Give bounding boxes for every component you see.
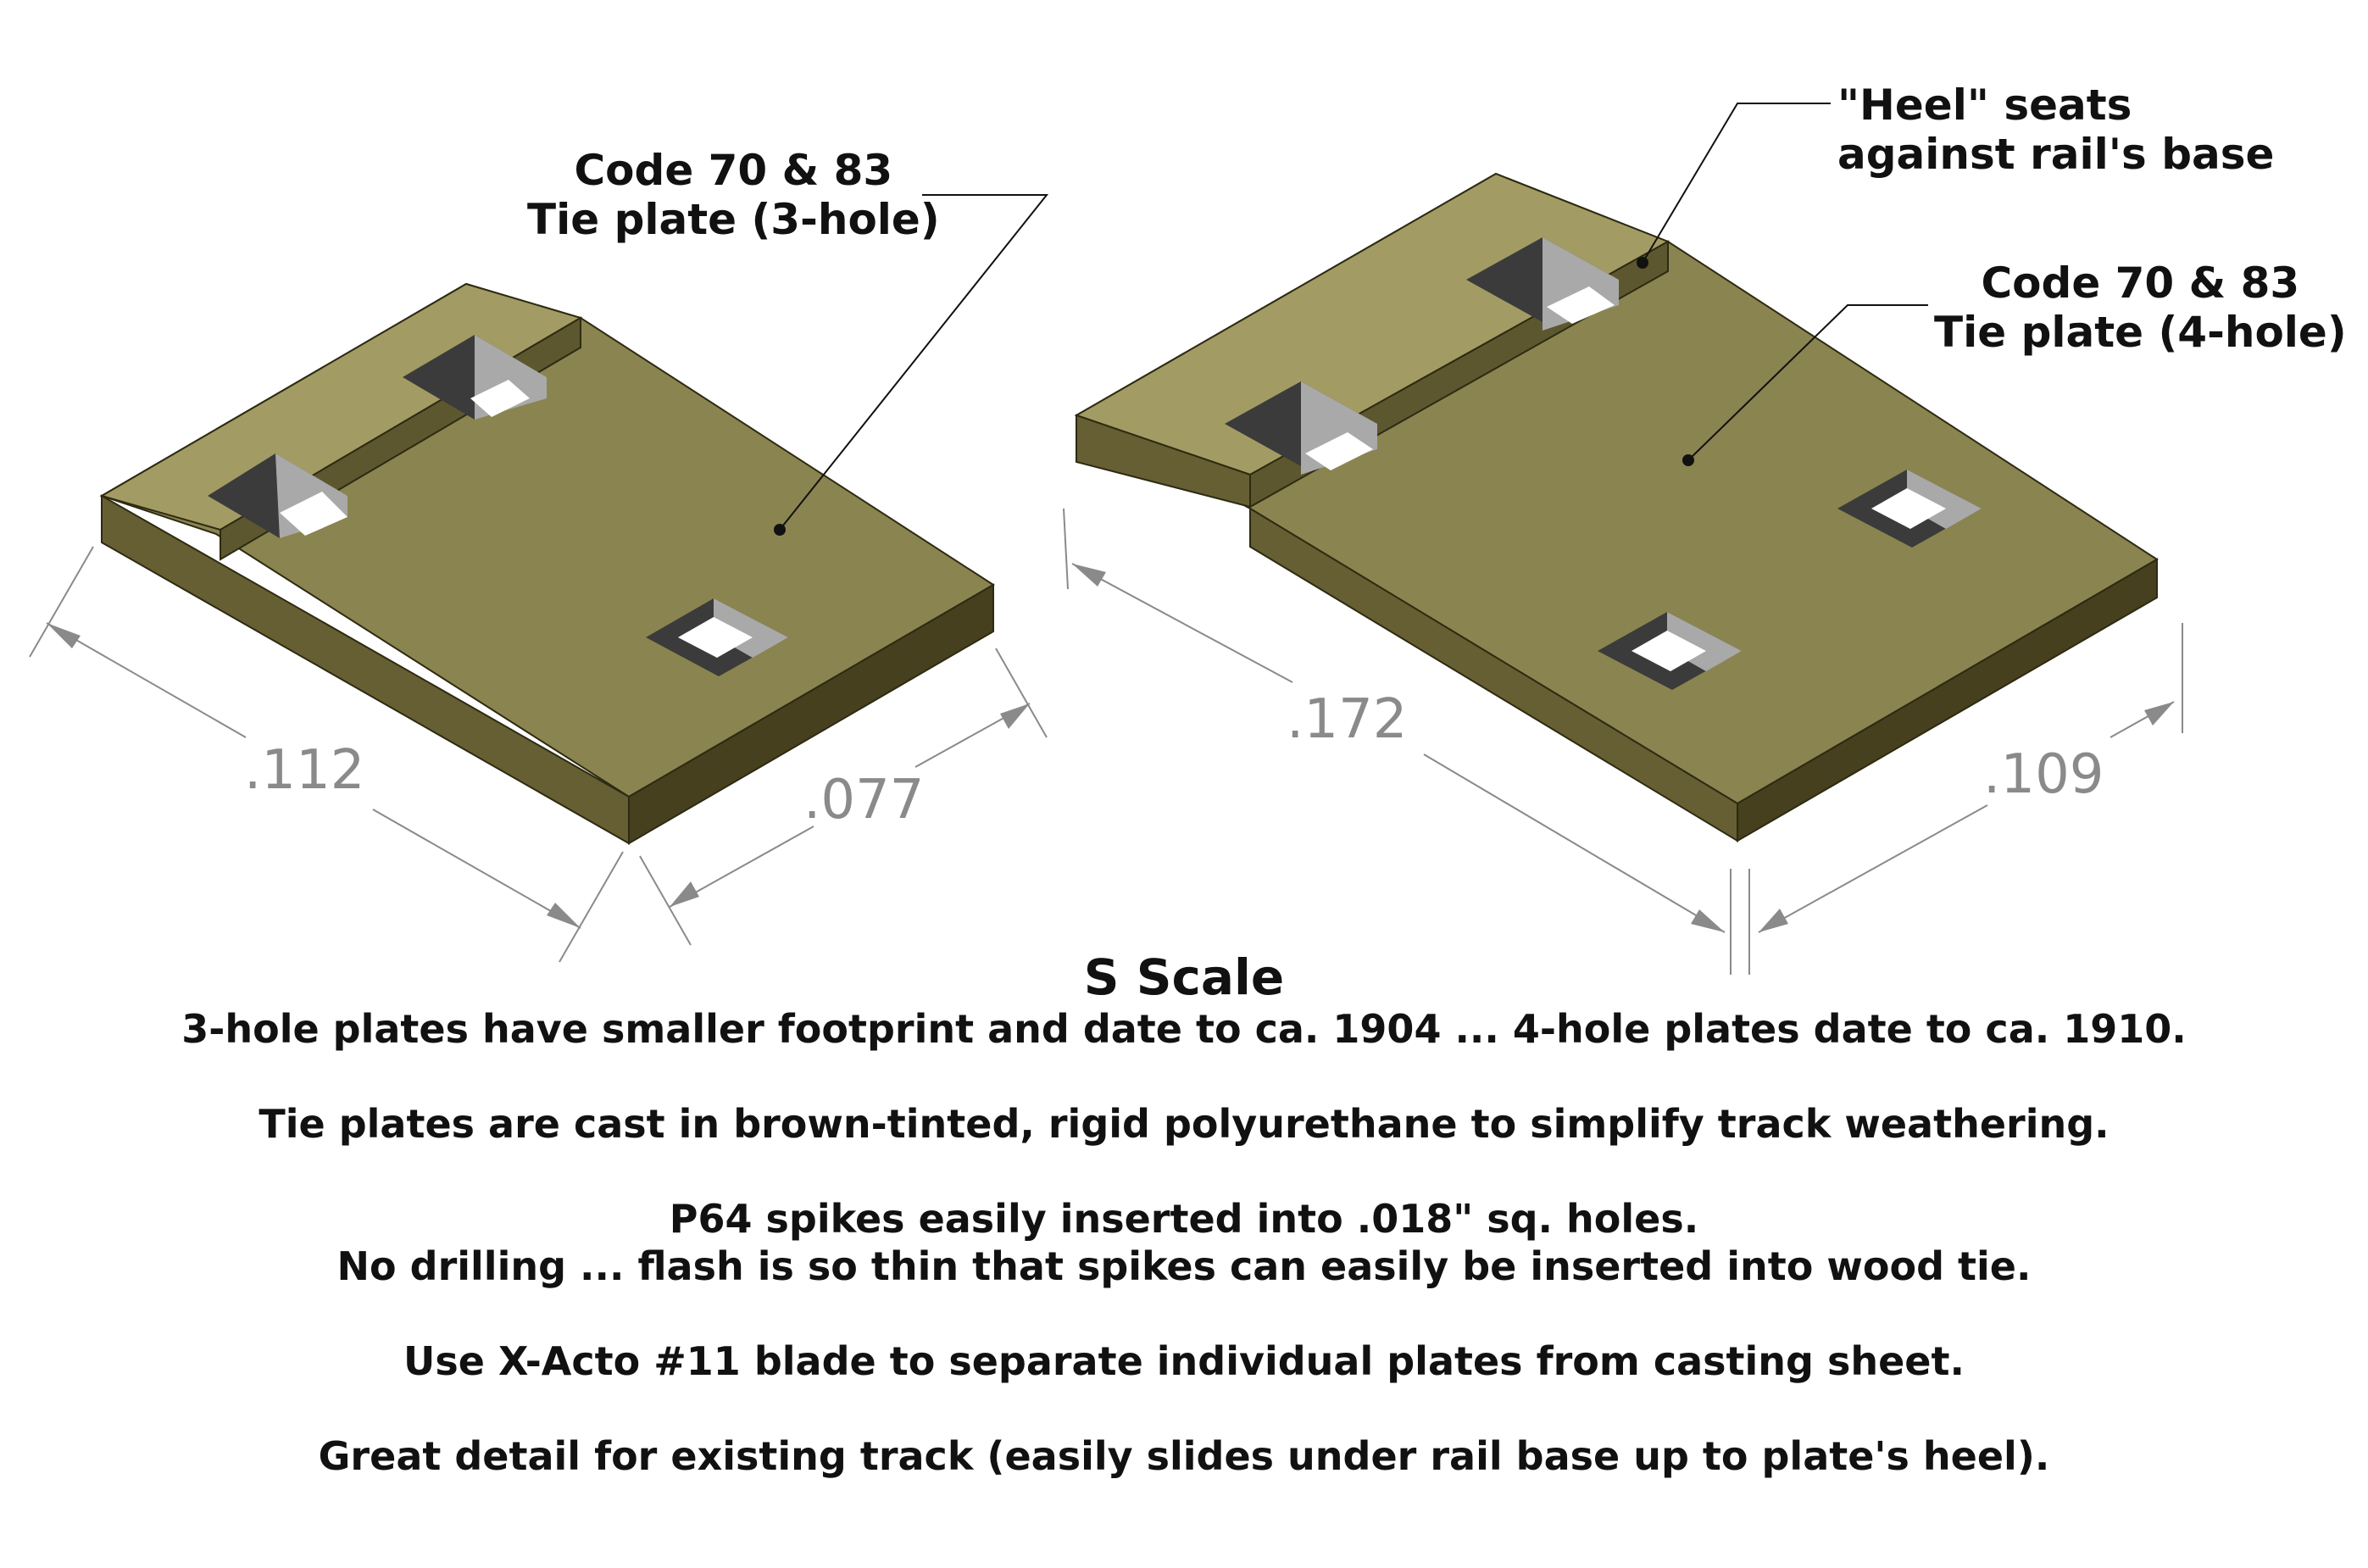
tie-plate-4-hole	[1074, 103, 2159, 842]
note-line-4: No drilling ... flash is so thin that sp…	[336, 1243, 2032, 1289]
heel-callout-line2: against rail's base	[1837, 130, 2275, 179]
plate-3-heel-hole-1	[208, 453, 347, 538]
plate-4-front-face-heel	[1076, 414, 1251, 509]
note-line-1: 3-hole plates have smaller footprint and…	[181, 1006, 2187, 1052]
tie-plate-3-hole	[99, 194, 1049, 845]
plate-4-dimensions	[1063, 508, 2183, 975]
plate-3-field-hole	[646, 598, 788, 676]
plate-3-length-dim: .112	[244, 739, 365, 802]
plate-4-heel-hole-2	[1466, 237, 1619, 331]
heel-callout: "Heel" seats against rail's base	[1837, 81, 2274, 179]
plate-3-side-face	[628, 583, 994, 845]
plate-4-width-dim: .109	[1983, 743, 2104, 806]
heel-leader-dot	[1637, 257, 1648, 269]
heel-leader	[1642, 103, 1831, 264]
plate-3-dimensions	[29, 546, 1048, 963]
plate-4-leader	[1687, 304, 1928, 461]
plate-4-field-hole-1	[1837, 470, 1982, 548]
plate-3-callout-line2: Tie plate (3-hole)	[527, 195, 940, 244]
plate-3-leader-dot	[774, 524, 786, 536]
heel-callout-line1: "Heel" seats	[1837, 81, 2132, 130]
plate-3-callout-line1: Code 70 & 83	[574, 146, 893, 195]
plate-4-callout: Code 70 & 83 Tie plate (4-hole)	[1934, 259, 2347, 357]
plate-3-width-dim: .077	[803, 769, 925, 831]
plate-4-callout-line2: Tie plate (4-hole)	[1934, 308, 2347, 357]
plate-4-length-dim: .172	[1287, 688, 1408, 751]
plate-4-heel-hole-1	[1225, 381, 1377, 475]
note-line-2: Tie plates are cast in brown-tinted, rig…	[258, 1101, 2110, 1147]
notes-title: S Scale	[1083, 948, 1285, 1006]
plate-3-callout: Code 70 & 83 Tie plate (3-hole)	[527, 146, 940, 244]
plate-4-leader-dot	[1682, 454, 1694, 466]
plate-4-callout-line1: Code 70 & 83	[1981, 259, 2300, 308]
plate-4-side-face	[1737, 558, 2158, 842]
plate-4-field-hole-2	[1598, 612, 1742, 690]
notes-block: S Scale 3-hole plates have smaller footp…	[0, 949, 2368, 1480]
note-line-5: Use X-Acto #11 blade to separate individ…	[403, 1338, 1965, 1384]
note-line-3: P64 spikes easily inserted into .018" sq…	[669, 1196, 1699, 1242]
note-line-6: Great detail for existing track (easily …	[318, 1433, 2050, 1479]
plate-3-leader	[779, 194, 1049, 531]
plate-3-heel-hole-2	[403, 335, 547, 420]
